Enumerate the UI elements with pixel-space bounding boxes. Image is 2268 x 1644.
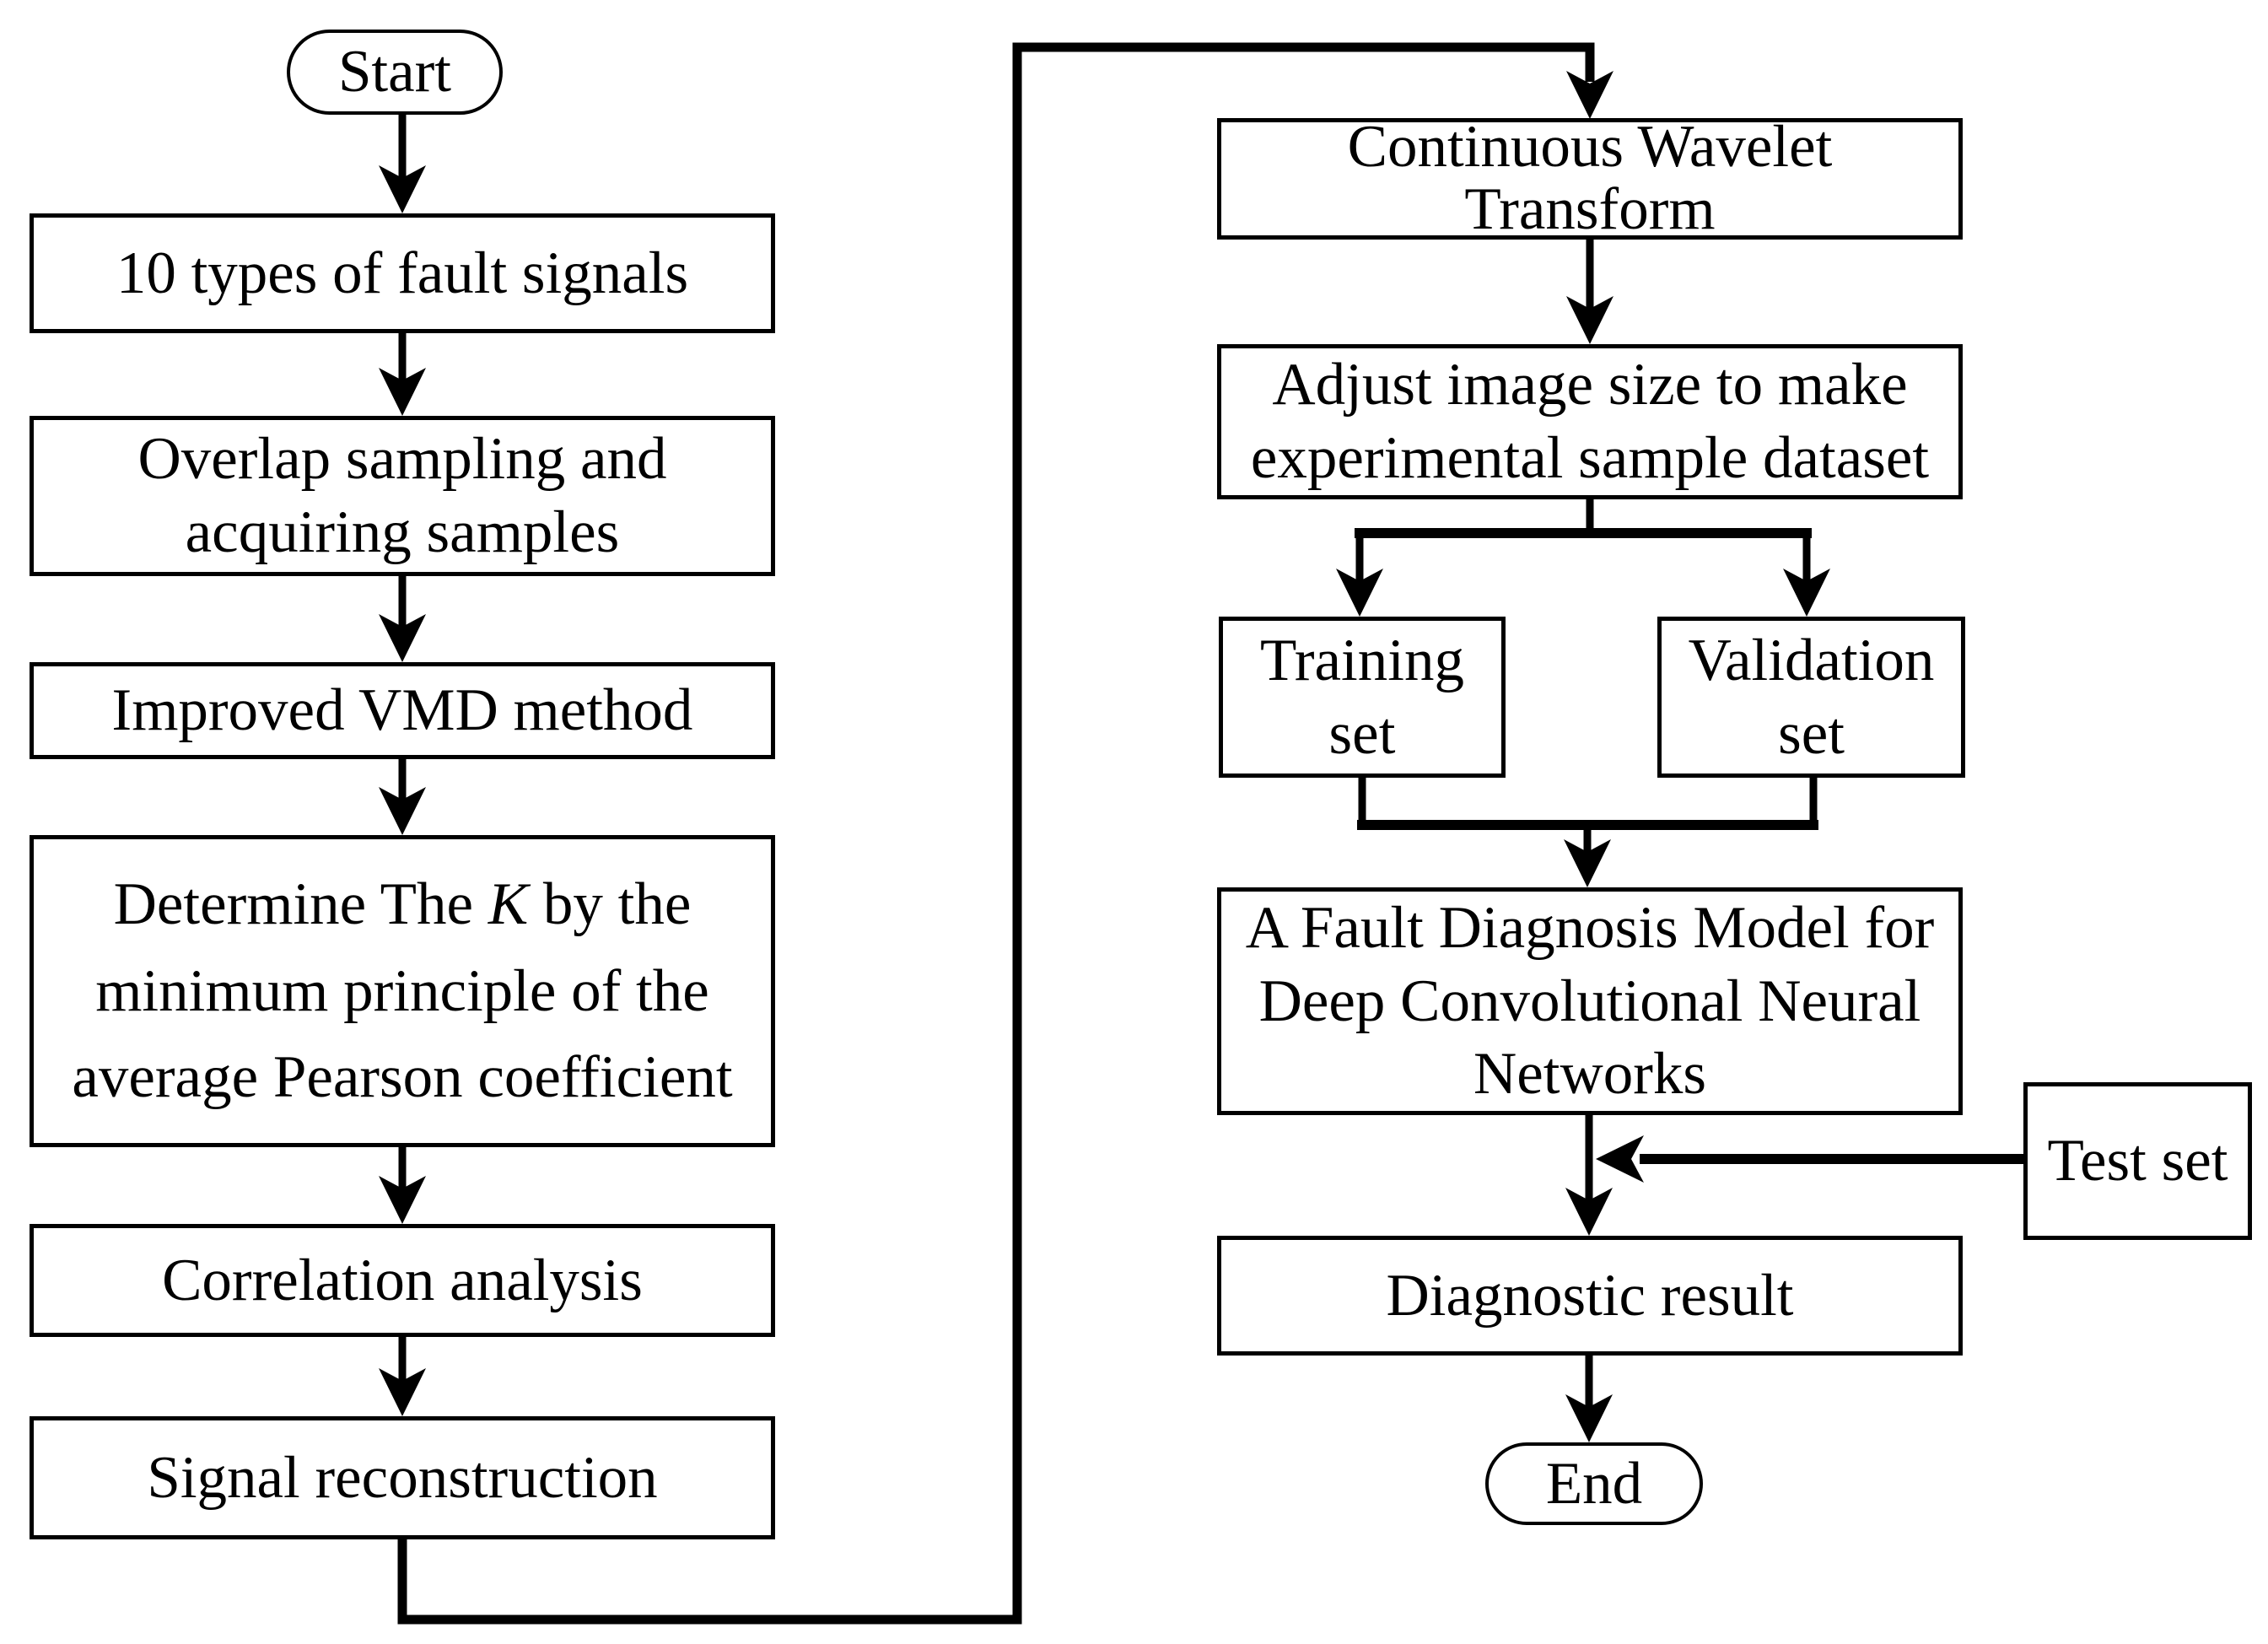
node-fault-diagnosis-model: A Fault Diagnosis Model for Deep Convolu… xyxy=(1217,887,1963,1115)
signal-reconstruction-label: Signal reconstruction xyxy=(147,1444,658,1511)
node-end: End xyxy=(1485,1442,1703,1525)
end-label: End xyxy=(1545,1450,1643,1517)
edge-diagnostic-result-to-end xyxy=(1565,1354,1613,1442)
determine-k-label-post: by the minimum principle of the average … xyxy=(72,871,733,1111)
node-test-set: Test set xyxy=(2023,1082,2252,1240)
node-correlation-analysis: Correlation analysis xyxy=(30,1224,775,1337)
overlap-sampling-label: Overlap sampling and acquiring samples xyxy=(137,426,667,565)
node-signal-reconstruction: Signal reconstruction xyxy=(30,1416,775,1539)
node-adjust-image-size: Adjust image size to make experimental s… xyxy=(1217,344,1963,499)
node-improved-vmd: Improved VMD method xyxy=(30,662,775,759)
diagnostic-result-label: Diagnostic result xyxy=(1386,1262,1794,1329)
correlation-analysis-label: Correlation analysis xyxy=(162,1247,643,1313)
training-set-label: Training set xyxy=(1260,627,1464,767)
node-continuous-wavelet-transform: Continuous Wavelet Transform xyxy=(1217,114,1963,242)
node-overlap-sampling: Overlap sampling and acquiring samples xyxy=(30,416,775,576)
node-fault-signals: 10 types of fault signals xyxy=(30,213,775,333)
edge-start-to-fault-signals xyxy=(379,110,426,213)
improved-vmd-label: Improved VMD method xyxy=(111,677,693,744)
node-training-set: Training set xyxy=(1219,617,1506,778)
determine-k-symbol: K xyxy=(488,871,529,937)
node-start: Start xyxy=(287,30,503,115)
node-diagnostic-result: Diagnostic result xyxy=(1217,1236,1963,1356)
edge-cwt-to-adjust-image-size xyxy=(1566,238,1613,344)
start-label: Start xyxy=(337,39,452,105)
determine-k-label-pre: Determine The xyxy=(113,871,488,937)
fault-signals-label: 10 types of fault signals xyxy=(116,240,689,306)
edge-improved-vmd-to-determine-k xyxy=(379,757,426,835)
edge-overlap-sampling-to-improved-vmd xyxy=(379,574,426,662)
edge-signal-reconstruction-to-cwt xyxy=(397,42,1613,1625)
edge-training-and-validation-merge-to-model xyxy=(1357,776,1818,887)
edge-adjust-to-training-and-validation-split xyxy=(1336,498,1830,617)
adjust-image-size-label: Adjust image size to make experimental s… xyxy=(1250,352,1930,491)
test-set-label: Test set xyxy=(2047,1128,2228,1194)
node-determine-k: Determine The K by the minimum principle… xyxy=(30,835,775,1147)
edge-test-set-to-diagnostic-result xyxy=(1596,1135,2023,1183)
fault-diagnosis-model-label: A Fault Diagnosis Model for Deep Convolu… xyxy=(1245,895,1935,1108)
determine-k-label: Determine The K by the minimum principle… xyxy=(72,861,732,1122)
validation-set-label: Validation set xyxy=(1688,627,1935,767)
continuous-wavelet-transform-label: Continuous Wavelet Transform xyxy=(1347,114,1833,242)
edge-fault-signals-to-overlap-sampling xyxy=(379,331,426,416)
edge-correlation-analysis-to-signal-reconstruction xyxy=(379,1335,426,1416)
edge-model-to-diagnostic-result xyxy=(1565,1113,1613,1236)
edge-determine-k-to-correlation-analysis xyxy=(379,1145,426,1224)
node-validation-set: Validation set xyxy=(1657,617,1965,778)
